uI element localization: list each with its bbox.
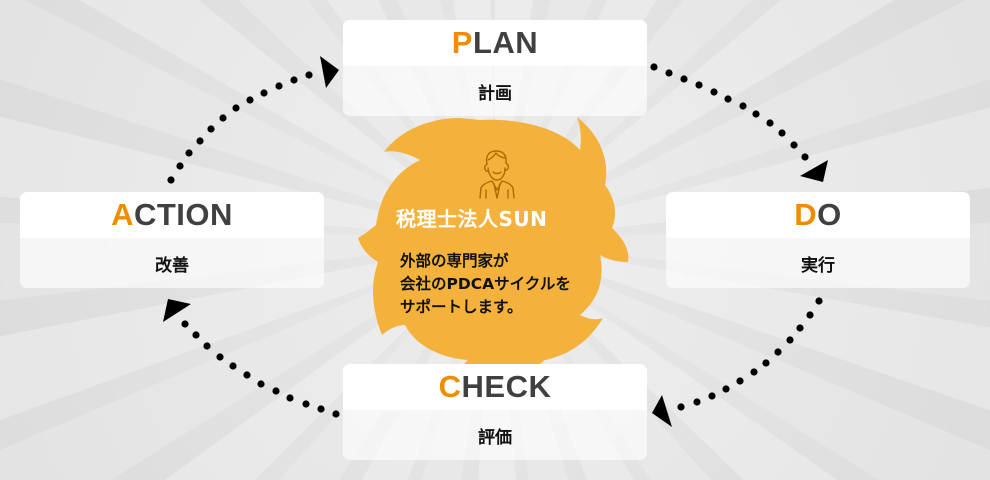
- step-check-label: 評価: [343, 410, 647, 460]
- step-do-initial: D: [794, 197, 818, 232]
- arrow-check-to-action: [163, 299, 340, 418]
- center-pinwheel-shape: [358, 117, 629, 387]
- description-line-3: サポートします。: [400, 298, 523, 316]
- firm-name: 税理士法人SUN: [396, 207, 548, 231]
- step-check-initial: C: [438, 369, 462, 404]
- step-plan-label: 計画: [343, 66, 647, 116]
- step-do-label: 実行: [666, 238, 970, 288]
- arrow-action-to-plan: [167, 56, 339, 184]
- arrow-plan-to-do: [650, 63, 828, 182]
- step-do-title-rest: O: [817, 197, 842, 232]
- description-line-1: 外部の専門家が: [400, 252, 509, 270]
- step-plan-initial: P: [451, 25, 473, 60]
- step-action-label: 改善: [20, 238, 324, 288]
- arrow-do-to-check: [652, 297, 823, 427]
- step-action-initial: A: [111, 197, 134, 232]
- step-check-title-rest: HECK: [461, 369, 552, 404]
- center-description: 外部の専門家が 会社のPDCAサイクルを サポートします。: [400, 250, 571, 319]
- businessman-icon: [479, 150, 515, 199]
- step-action-title-rest: CTION: [133, 197, 233, 232]
- step-plan-title-rest: LAN: [472, 25, 539, 60]
- description-line-2: 会社のPDCAサイクルを: [400, 275, 571, 293]
